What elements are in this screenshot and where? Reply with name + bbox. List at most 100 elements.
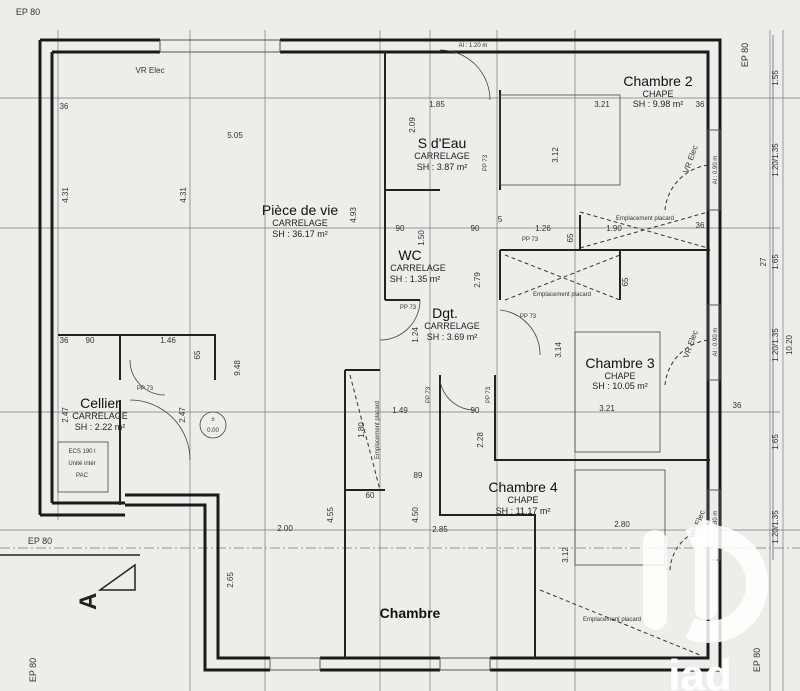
equipment-line2: Unité intér — [68, 461, 95, 467]
dim-label: 2.00 — [277, 524, 293, 533]
dim-label: 60 — [366, 491, 375, 500]
room-floor-cellier: CARRELAGE — [72, 411, 128, 421]
dim-label: 90 — [396, 224, 405, 233]
door-label: PP 73 — [137, 386, 154, 392]
exterior-walls — [38, 38, 722, 672]
dim-label: 3.12 — [561, 547, 570, 563]
dim-label: 1.26 — [535, 224, 551, 233]
dim-label: 90 — [471, 224, 480, 233]
window-chambre2 — [707, 129, 721, 211]
door-label: PP 73 — [520, 314, 537, 320]
dim-label: 5.05 — [227, 131, 243, 140]
ep80-label: EP 80 — [28, 536, 52, 546]
ep80-label: EP 80 — [752, 648, 762, 672]
dim-label: 36 — [733, 401, 742, 410]
door-label: PP 73 — [400, 305, 417, 311]
level-marker — [199, 411, 227, 439]
dim-label: 2.79 — [473, 272, 482, 288]
room-name-chambre5: Chambre — [380, 605, 441, 621]
equipment-line3: PAC — [76, 473, 89, 479]
room-area-cellier: SH : 2.22 m² — [75, 422, 126, 432]
room-floor-piece-de-vie: CARRELAGE — [272, 218, 328, 228]
dim-label: 5 — [498, 215, 503, 224]
dim-label: 2.28 — [476, 432, 485, 448]
dim-label: 4.31 — [179, 187, 188, 203]
interior-walls — [57, 49, 710, 658]
room-floor-chambre2: CHAPE — [642, 89, 673, 99]
dim-label: 2.09 — [408, 117, 417, 133]
dim-label: 36 — [696, 100, 705, 109]
section-marker: A — [0, 554, 140, 610]
room-name-sdeau: S d'Eau — [418, 135, 467, 151]
placard-label: Emplacement placard — [533, 292, 591, 298]
room-floor-chambre3: CHAPE — [604, 371, 635, 381]
ep80-label: EP 80 — [28, 658, 38, 682]
door-label: PP 73 — [522, 237, 539, 243]
window-living — [159, 39, 281, 53]
dim-label: 4.93 — [349, 207, 358, 223]
bed-chambre3 — [574, 331, 661, 453]
vr-elec-label: VR Elec — [136, 66, 165, 75]
dim-label: 3.21 — [594, 100, 610, 109]
window-chambre3 — [707, 304, 721, 381]
dim-label: 90 — [471, 406, 480, 415]
room-name-wc: WC — [398, 247, 421, 263]
bed-chambre4 — [574, 469, 666, 566]
opening-label: Al : 0.80 m — [713, 511, 719, 540]
dim-label: 2.47 — [61, 407, 70, 423]
room-floor-sdeau: CARRELAGE — [414, 151, 470, 161]
room-floor-chambre4: CHAPE — [507, 495, 538, 505]
opening-label: Al : 1.20 m — [459, 43, 488, 49]
room-area-chambre3: SH : 10.05 m² — [592, 381, 648, 391]
vr-elec-label: VR Elec — [681, 329, 699, 359]
dim-label: 27 — [759, 257, 768, 266]
bed-chambre2 — [499, 94, 621, 186]
section-letter: A — [75, 593, 102, 610]
door-label: PP 73 — [426, 386, 432, 403]
pac-unit — [57, 441, 109, 493]
dim-label: 1.65 — [771, 434, 780, 450]
dim-label: 4.50 — [411, 507, 420, 523]
dimensions: 5.05 4.31 4.31 4.93 9.48 2.47 2.47 2.00 … — [60, 100, 742, 588]
placard-label: Emplacement placard — [375, 401, 381, 459]
room-area-sdeau: SH : 3.87 m² — [417, 162, 468, 172]
door-label: PP 73 — [486, 386, 492, 403]
dim-label: 1.20/1.35 — [771, 143, 780, 177]
room-name-dgt: Dgt. — [432, 305, 458, 321]
room-floor-dgt: CARRELAGE — [424, 321, 480, 331]
room-labels: Pièce de vie CARRELAGE SH : 36.17 m² Cel… — [68, 73, 693, 621]
dim-label: 9.48 — [233, 360, 242, 376]
dim-label: 2.80 — [614, 520, 630, 529]
room-name-piece-de-vie: Pièce de vie — [262, 202, 338, 218]
level-value: 0.00 — [207, 428, 219, 434]
dim-label: 4.55 — [326, 507, 335, 523]
dim-label: 1.65 — [771, 254, 780, 270]
room-floor-wc: CARRELAGE — [390, 263, 446, 273]
dim-label: 65 — [621, 277, 630, 286]
dim-label: 1.90 — [606, 224, 622, 233]
room-area-dgt: SH : 3.69 m² — [427, 332, 478, 342]
room-name-cellier: Cellier — [80, 395, 120, 411]
dim-label: 10.20 — [785, 334, 794, 355]
right-dimension-chain: 1.55 1.20/1.35 1.65 27 1.20/1.35 10.20 1… — [759, 35, 794, 560]
dim-label: 36 — [60, 336, 69, 345]
dim-label: 1.49 — [392, 406, 408, 415]
dim-label: 1.46 — [160, 336, 176, 345]
window-bottom-1 — [269, 657, 321, 671]
iad-watermark-logo: iad — [643, 520, 769, 691]
dim-label: 1.20/1.35 — [771, 510, 780, 544]
dim-label: 36 — [60, 102, 69, 111]
room-name-chambre3: Chambre 3 — [585, 355, 654, 371]
room-area-chambre2: SH : 9.98 m² — [633, 99, 684, 109]
ep80-label: EP 80 — [740, 43, 750, 67]
dim-label: 65 — [566, 233, 575, 242]
watermark-text: iad — [668, 651, 732, 691]
door-label: PP 73 — [483, 154, 489, 171]
dim-label: 90 — [86, 336, 95, 345]
dim-label: 1.24 — [411, 327, 420, 343]
dim-label: 2.47 — [178, 407, 187, 423]
placard-label: Emplacement placard — [583, 617, 641, 623]
vr-elec-label: VR Elec — [681, 144, 699, 174]
grid-lines — [0, 30, 800, 691]
dim-label: 2.65 — [226, 572, 235, 588]
